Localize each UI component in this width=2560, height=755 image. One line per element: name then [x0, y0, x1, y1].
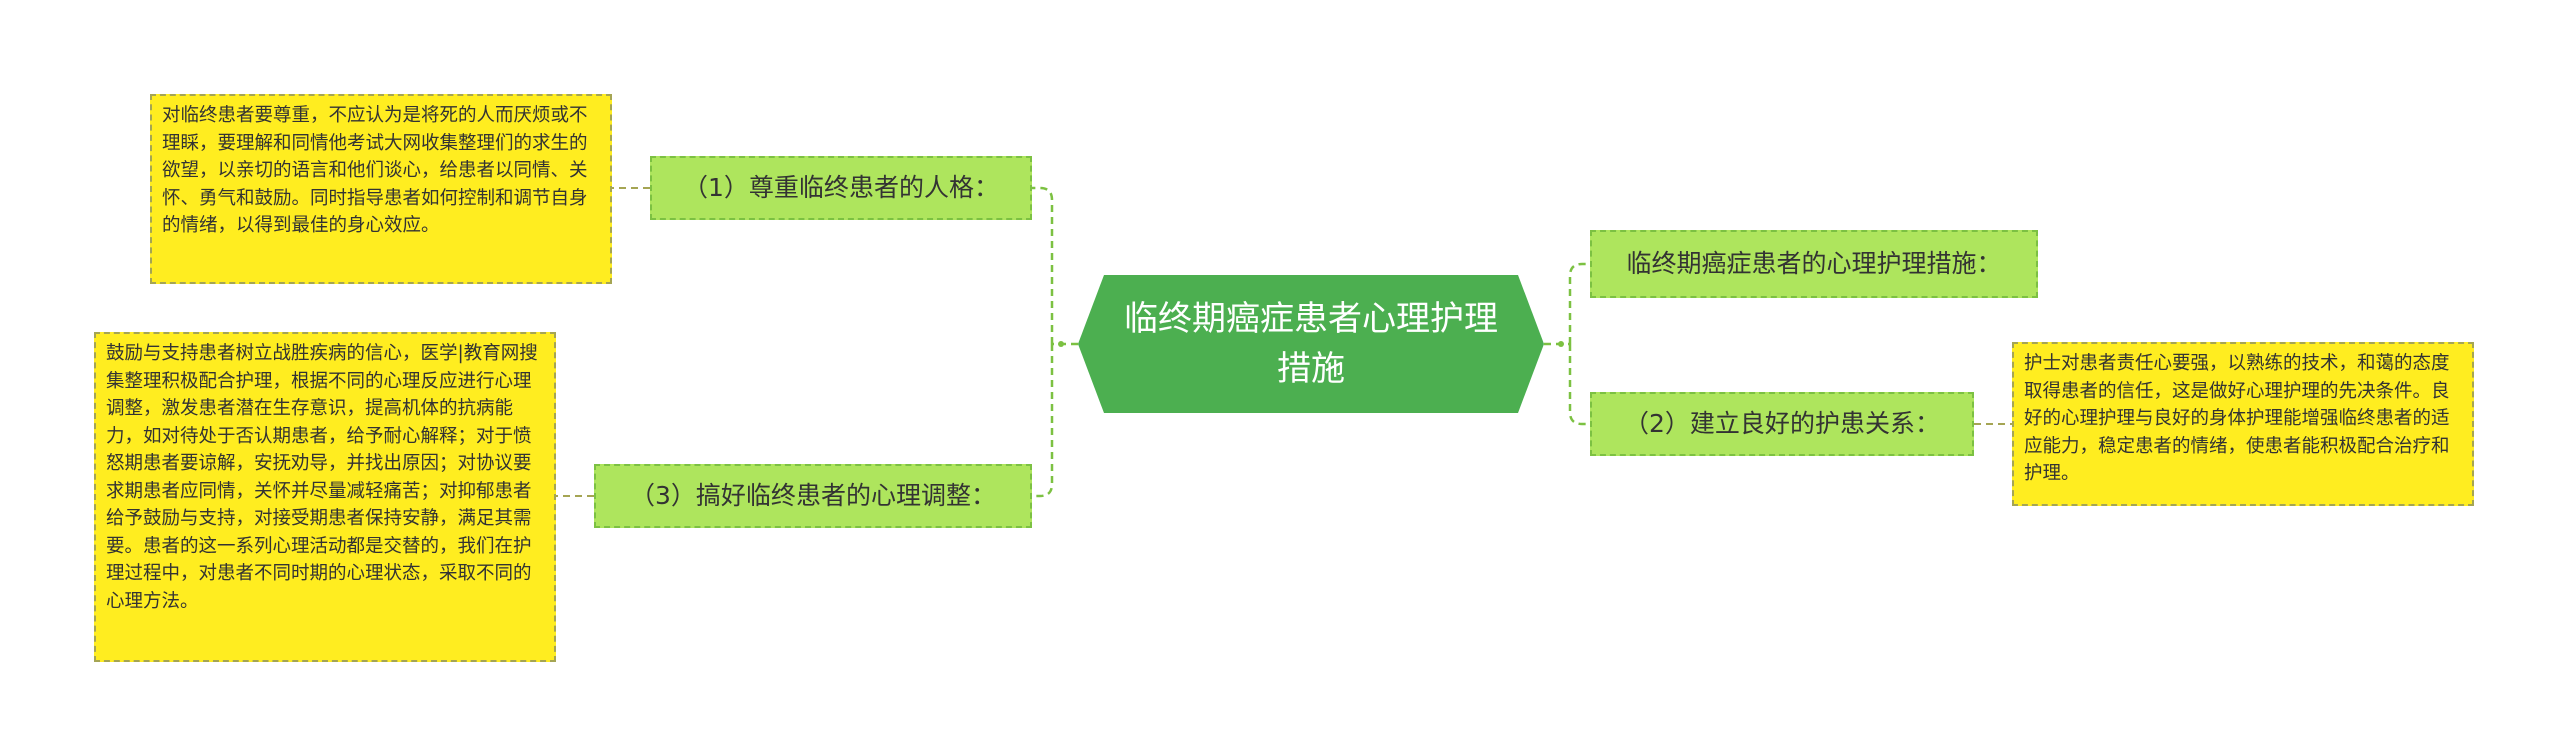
central-topic-title: 临终期癌症患者心理护理措施	[1124, 299, 1498, 389]
connector-left-trunk	[1032, 186, 1054, 344]
central-topic[interactable]: 临终期癌症患者心理护理措施	[1078, 275, 1544, 413]
branch-care-measures-label: 临终期癌症患者的心理护理措施：	[1626, 249, 2002, 278]
connector-dot-central-left	[1058, 341, 1064, 347]
note-respect-dignity[interactable]: 对临终患者要尊重，不应认为是将死的人而厌烦或不理睬，要理解和同情他考试大网收集整…	[150, 94, 612, 284]
note-psychological-adjustment[interactable]: 鼓励与支持患者树立战胜疾病的信心，医学|教育网搜集整理积极配合护理，根据不同的心…	[94, 332, 556, 662]
branch-care-measures[interactable]: 临终期癌症患者的心理护理措施：	[1590, 230, 2038, 298]
note-nurse-patient-relationship[interactable]: 护士对患者责任心要强，以熟练的技术，和蔼的态度取得患者的信任，这是做好心理护理的…	[2012, 342, 2474, 506]
note-psychological-adjustment-text: 鼓励与支持患者树立战胜疾病的信心，医学|教育网搜集整理积极配合护理，根据不同的心…	[106, 343, 538, 612]
connector-right-trunk-lower	[1568, 344, 1590, 426]
branch-nurse-patient-relationship[interactable]: （2）建立良好的护患关系：	[1590, 392, 1974, 456]
note-respect-dignity-text: 对临终患者要尊重，不应认为是将死的人而厌烦或不理睬，要理解和同情他考试大网收集整…	[162, 105, 588, 236]
branch-respect-dignity[interactable]: （1）尊重临终患者的人格：	[650, 156, 1032, 220]
connector-dot-central-right	[1558, 341, 1564, 347]
note-nurse-patient-relationship-text: 护士对患者责任心要强，以熟练的技术，和蔼的态度取得患者的信任，这是做好心理护理的…	[2024, 353, 2450, 484]
branch-nurse-patient-relationship-label: （2）建立良好的护患关系：	[1624, 409, 1940, 438]
connector-left-trunk-lower	[1032, 344, 1054, 498]
branch-psychological-adjustment-label: （3）搞好临终患者的心理调整：	[630, 481, 996, 510]
branch-psychological-adjustment[interactable]: （3）搞好临终患者的心理调整：	[594, 464, 1032, 528]
central-topic-shape	[1078, 275, 1544, 413]
connector-right-trunk	[1568, 262, 1590, 344]
branch-respect-dignity-label: （1）尊重临终患者的人格：	[683, 173, 999, 202]
